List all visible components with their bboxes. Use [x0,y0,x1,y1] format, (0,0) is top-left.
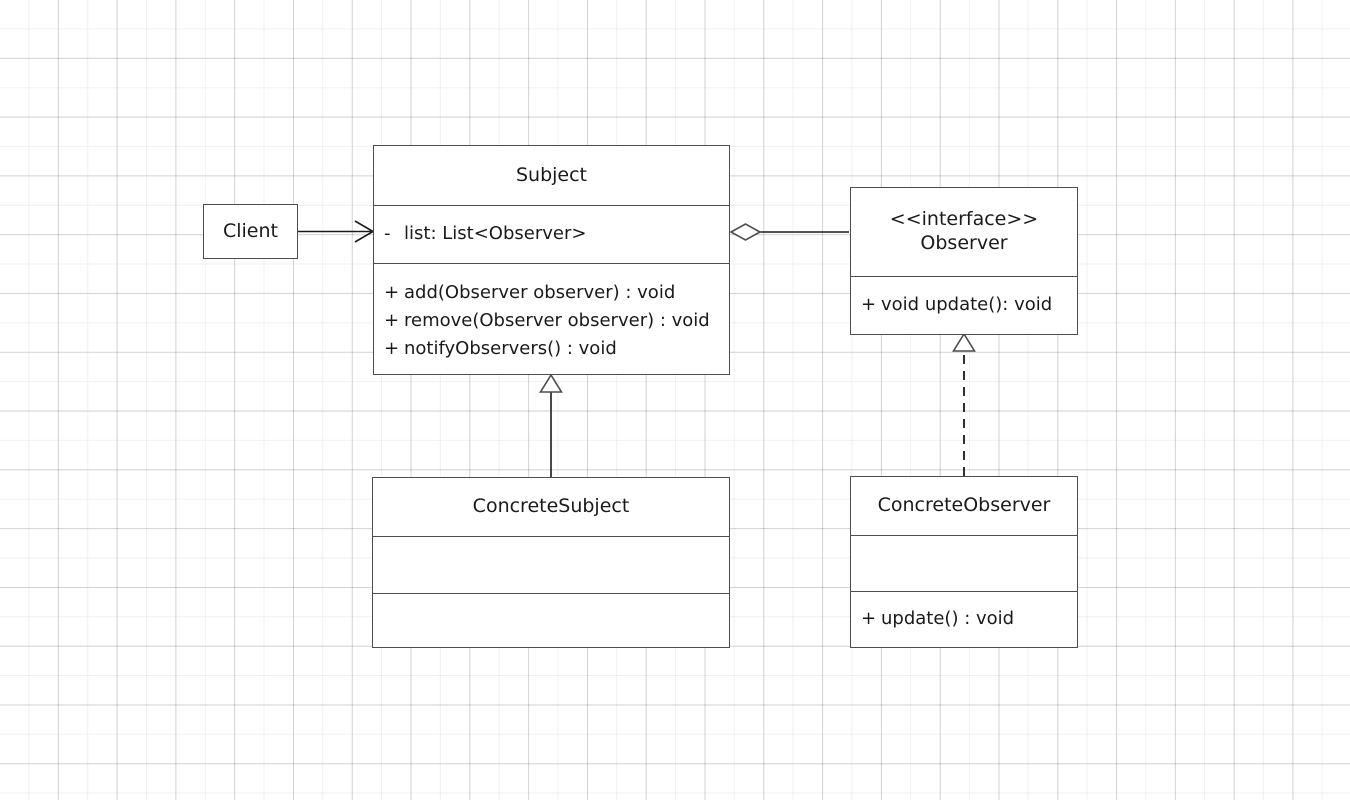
methods-compartment: + add(Observer observer) : void + remove… [374,263,729,374]
visibility-marker: + [384,309,400,331]
visibility-marker: + [384,281,400,303]
class-box-concretesubject[interactable]: ConcreteSubject [372,477,730,648]
attributes-compartment [373,536,729,593]
methods-compartment: + void update(): void [851,276,1077,334]
method-signature: void update(): void [881,294,1053,316]
methods-compartment [373,593,729,647]
edge-subject-aggregates-observer [729,223,849,241]
edge-concretesubject-extends-subject [539,373,563,477]
method-signature: add(Observer observer) : void [404,281,676,303]
class-name-label: Observer [920,232,1008,254]
visibility-marker: + [861,294,877,316]
class-box-client[interactable]: Client [203,204,298,259]
class-name-compartment: Subject [374,146,729,205]
method-signature: remove(Observer observer) : void [404,309,710,331]
method-signature: notifyObservers() : void [404,338,617,360]
stereotype-label: <<interface>> [889,208,1039,231]
edge-client-to-subject [298,220,375,243]
attributes-compartment [851,535,1077,591]
class-name-label: ConcreteObserver [877,494,1051,517]
attributes-compartment: - list: List<Observer> [374,205,729,263]
class-name-label: Client [222,219,278,242]
class-box-observer[interactable]: <<interface>> Observer + void update(): … [850,187,1078,335]
class-box-concreteobserver[interactable]: ConcreteObserver + update() : void [850,476,1078,648]
method-row: + add(Observer observer) : void [374,279,675,307]
class-name-label: ConcreteSubject [472,495,630,518]
visibility-marker: + [861,608,877,630]
method-row: + notifyObservers() : void [374,335,617,363]
attribute-row: - list: List<Observer> [374,220,586,248]
class-name-compartment: ConcreteObserver [851,477,1077,535]
method-row: + void update(): void [851,291,1052,319]
visibility-marker: - [384,223,391,245]
class-box-subject[interactable]: Subject - list: List<Observer> + add(Obs… [373,145,730,375]
attribute-signature: list: List<Observer> [404,223,587,245]
class-name-compartment: <<interface>> Observer [851,188,1077,276]
methods-compartment: + update() : void [851,591,1077,647]
method-row: + remove(Observer observer) : void [374,307,710,335]
class-name-compartment: Client [204,205,297,258]
class-name-label: Subject [515,163,588,186]
class-name-compartment: ConcreteSubject [373,478,729,536]
method-signature: update() : void [881,608,1015,630]
method-row: + update() : void [851,605,1014,633]
edge-concreteobserver-implements-observer [952,332,976,476]
visibility-marker: + [384,338,400,360]
